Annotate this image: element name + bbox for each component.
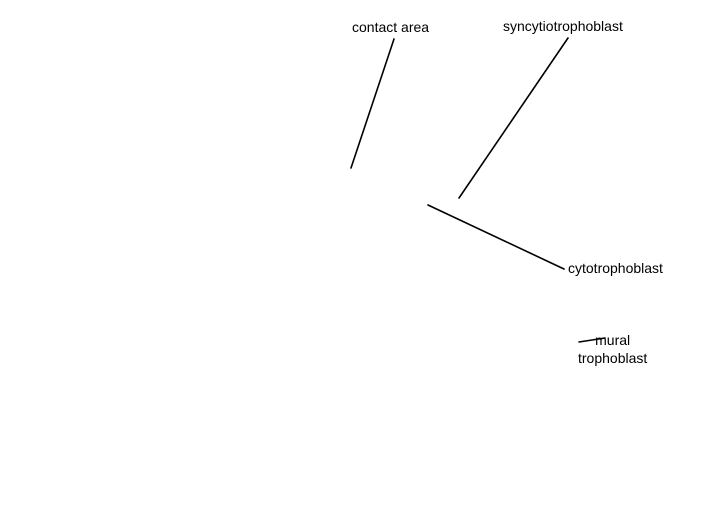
mural-trophoblast-label-line1: mural (595, 332, 631, 348)
mural-trophoblast-label: mural trophoblast (578, 331, 647, 367)
contact-area-leader-line (350, 38, 395, 169)
contact-area-label: contact area (352, 19, 430, 35)
cytotrophoblast-label: cytotrophoblast (568, 260, 663, 276)
mural-trophoblast-label-line2: trophoblast (578, 350, 648, 366)
syncytiotrophoblast-leader-line (458, 37, 569, 199)
syncytiotrophoblast-label: syncytiotrophoblast (503, 18, 623, 34)
cytotrophoblast-leader-line (427, 204, 565, 270)
mural-trophoblast-leader-line (578, 337, 606, 343)
